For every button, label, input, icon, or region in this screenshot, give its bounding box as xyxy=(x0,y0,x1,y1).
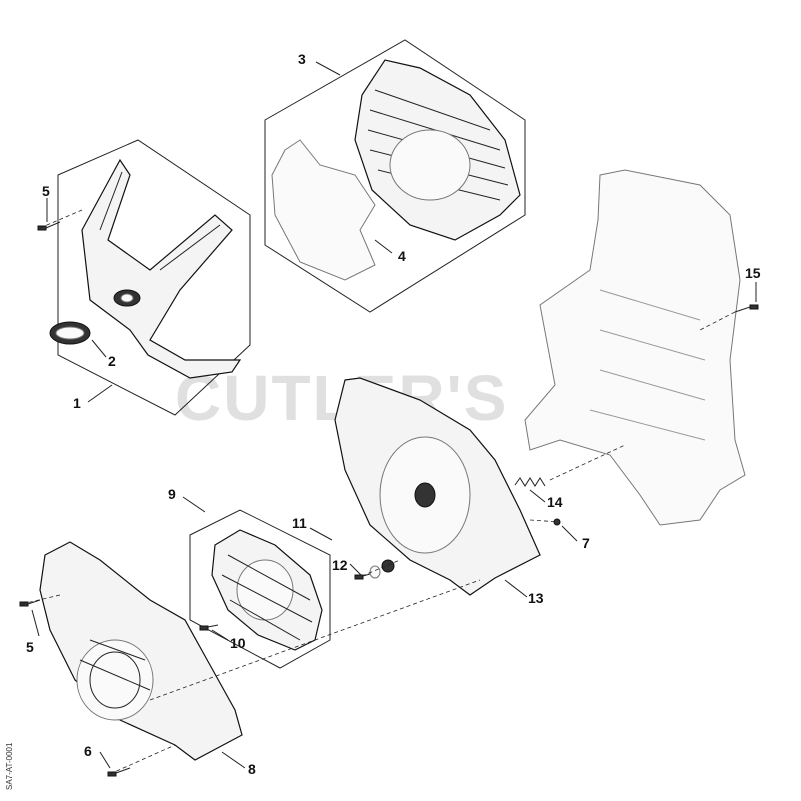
nut-11 xyxy=(381,559,395,573)
group-box-filter-cover xyxy=(264,39,526,313)
callout-11: 11 xyxy=(292,515,307,531)
washer-11 xyxy=(369,565,381,579)
fan-back-plate xyxy=(334,377,541,596)
screw-12 xyxy=(354,573,371,580)
spring-14 xyxy=(514,477,546,487)
callout-14: 14 xyxy=(547,494,563,510)
callout-4: 4 xyxy=(398,248,406,264)
logo-badge xyxy=(49,321,91,345)
filter-pad xyxy=(271,139,376,281)
callout-5-bottom: 5 xyxy=(26,639,34,655)
callout-9: 9 xyxy=(168,486,176,502)
group-box-impeller xyxy=(189,509,331,669)
callout-2: 2 xyxy=(108,353,116,369)
fan-housing xyxy=(39,541,243,761)
callout-6: 6 xyxy=(84,743,92,759)
drawing-reference: SA7-AT-0001 xyxy=(5,742,14,790)
callout-13: 13 xyxy=(528,590,544,606)
screw-15 xyxy=(734,304,759,313)
leader-lines xyxy=(31,61,757,769)
assembly-lines xyxy=(21,209,736,775)
callout-15: 15 xyxy=(745,265,761,281)
callout-3: 3 xyxy=(298,51,306,67)
screw-5-bottom xyxy=(19,599,41,607)
screw-10 xyxy=(199,624,219,631)
callout-7: 7 xyxy=(582,535,590,551)
group-box-cover xyxy=(57,139,251,416)
callout-5-top: 5 xyxy=(42,183,50,199)
impeller xyxy=(211,529,323,651)
backpack-frame xyxy=(524,169,746,526)
screw-6 xyxy=(107,767,131,777)
shroud-cover xyxy=(81,158,242,379)
screw-5-top xyxy=(37,221,61,231)
callout-1: 1 xyxy=(73,395,81,411)
callout-8: 8 xyxy=(248,761,256,777)
callout-10: 10 xyxy=(230,635,246,651)
filter-cover xyxy=(354,59,521,241)
callout-12: 12 xyxy=(332,557,348,573)
